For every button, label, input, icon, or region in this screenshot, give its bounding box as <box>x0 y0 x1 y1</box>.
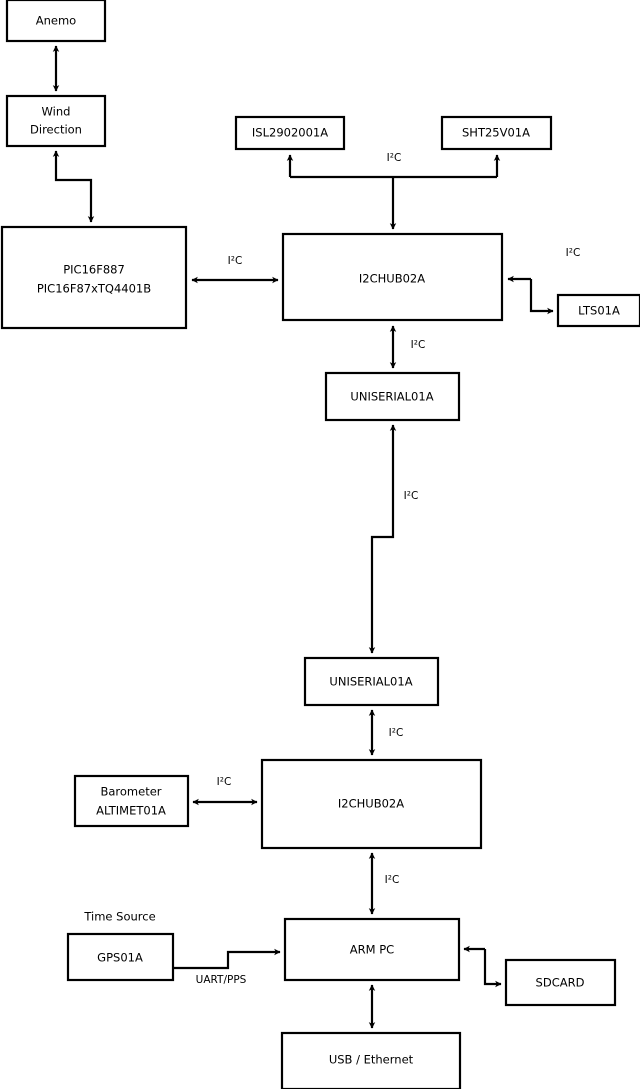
node-gps01a[interactable]: GPS01A <box>66 932 175 982</box>
node-uniserial01a-top-box[interactable] <box>324 371 461 422</box>
edge-label-sensors-hub: I²C <box>387 152 402 164</box>
free-labels: Time Source <box>83 910 155 924</box>
node-sht25v01a-box[interactable] <box>440 115 553 151</box>
node-uniserial01a-bottom[interactable]: UNISERIAL01A <box>303 656 440 707</box>
connector-hub-lts-in <box>529 279 554 315</box>
connector-uniserial-link <box>368 424 397 654</box>
node-lts01a[interactable]: LTS01A <box>556 293 640 328</box>
node-uniserial01a-top-label: UNISERIAL01A <box>350 390 433 404</box>
edge-label-gps-arm: UART/PPS <box>196 974 247 986</box>
node-pic-mcu-box[interactable] <box>0 225 188 330</box>
node-wind-direction[interactable]: Wind Direction <box>5 94 107 148</box>
node-wind-direction-box[interactable] <box>5 94 107 148</box>
node-i2chub02a-top-box[interactable] <box>281 232 504 322</box>
node-barometer[interactable]: Barometer ALTIMET01A <box>73 774 190 828</box>
edge-label-hub-arm: I²C <box>385 874 400 886</box>
node-pic-mcu-label-line2: PIC16F87xTQ4401B <box>37 282 151 296</box>
node-sdcard[interactable]: SDCARD <box>504 958 617 1007</box>
edge-label-pic-hub: I²C <box>228 255 243 267</box>
node-i2chub02a-bottom-label: I2CHUB02A <box>338 797 404 811</box>
node-isl2902001a[interactable]: ISL2902001A <box>234 115 346 151</box>
node-uniserial01a-bottom-box[interactable] <box>303 656 440 707</box>
node-i2chub02a-bottom-box[interactable] <box>260 758 483 850</box>
node-barometer-label-line1: Barometer <box>100 785 161 799</box>
node-sdcard-label: SDCARD <box>536 976 585 990</box>
node-sht25v01a[interactable]: SHT25V01A <box>440 115 553 151</box>
node-usb-ethernet-label: USB / Ethernet <box>329 1053 414 1067</box>
node-wind-direction-label-line2: Direction <box>30 123 82 137</box>
node-arm-pc[interactable]: ARM PC <box>283 917 461 982</box>
edge-label-uniserial-hub-bottom: I²C <box>389 727 404 739</box>
connectors <box>52 45 554 1029</box>
node-usb-ethernet-box[interactable] <box>280 1031 462 1089</box>
node-uniserial01a-top[interactable]: UNISERIAL01A <box>324 371 461 422</box>
edge-label-hub-lts: I²C <box>566 247 581 259</box>
edge-label-barometer-hub: I²C <box>217 776 232 788</box>
node-anemo-box[interactable] <box>5 0 107 43</box>
node-barometer-box[interactable] <box>73 774 190 828</box>
node-lts01a-box[interactable] <box>556 293 640 328</box>
node-gps01a-box[interactable] <box>66 932 175 982</box>
connector-gps-arm <box>173 948 281 970</box>
node-i2chub02a-top-label: I2CHUB02A <box>359 272 425 286</box>
connector-arm-sdcard-in <box>483 949 502 988</box>
node-lts01a-label: LTS01A <box>578 304 620 318</box>
node-anemo-label: Anemo <box>36 14 76 28</box>
node-sht25v01a-label: SHT25V01A <box>462 126 530 140</box>
node-sdcard-box[interactable] <box>504 958 617 1007</box>
node-uniserial01a-bottom-label: UNISERIAL01A <box>329 675 412 689</box>
node-i2chub02a-bottom[interactable]: I2CHUB02A <box>260 758 483 850</box>
node-gps01a-label: GPS01A <box>97 951 143 965</box>
node-pic-mcu[interactable]: PIC16F887 PIC16F87xTQ4401B <box>0 225 188 330</box>
node-barometer-label-line2: ALTIMET01A <box>96 804 166 818</box>
edge-labels: I²C I²C I²C I²C I²C I²C I²C I²C UART/PPS <box>196 152 581 986</box>
node-anemo[interactable]: Anemo <box>5 0 107 43</box>
node-isl2902001a-box[interactable] <box>234 115 346 151</box>
node-wind-direction-label-line1: Wind <box>42 105 71 119</box>
connector-pic-wind <box>52 150 95 223</box>
node-i2chub02a-top[interactable]: I2CHUB02A <box>281 232 504 322</box>
node-usb-ethernet[interactable]: USB / Ethernet <box>280 1031 462 1089</box>
node-pic-mcu-label-line1: PIC16F887 <box>63 263 125 277</box>
label-time-source: Time Source <box>83 910 155 924</box>
node-arm-pc-label: ARM PC <box>350 943 394 957</box>
node-isl2902001a-label: ISL2902001A <box>252 126 328 140</box>
node-arm-pc-box[interactable] <box>283 917 461 982</box>
edge-label-hub-uniserial-top: I²C <box>411 339 426 351</box>
edge-label-uniserial-uniserial: I²C <box>404 490 419 502</box>
